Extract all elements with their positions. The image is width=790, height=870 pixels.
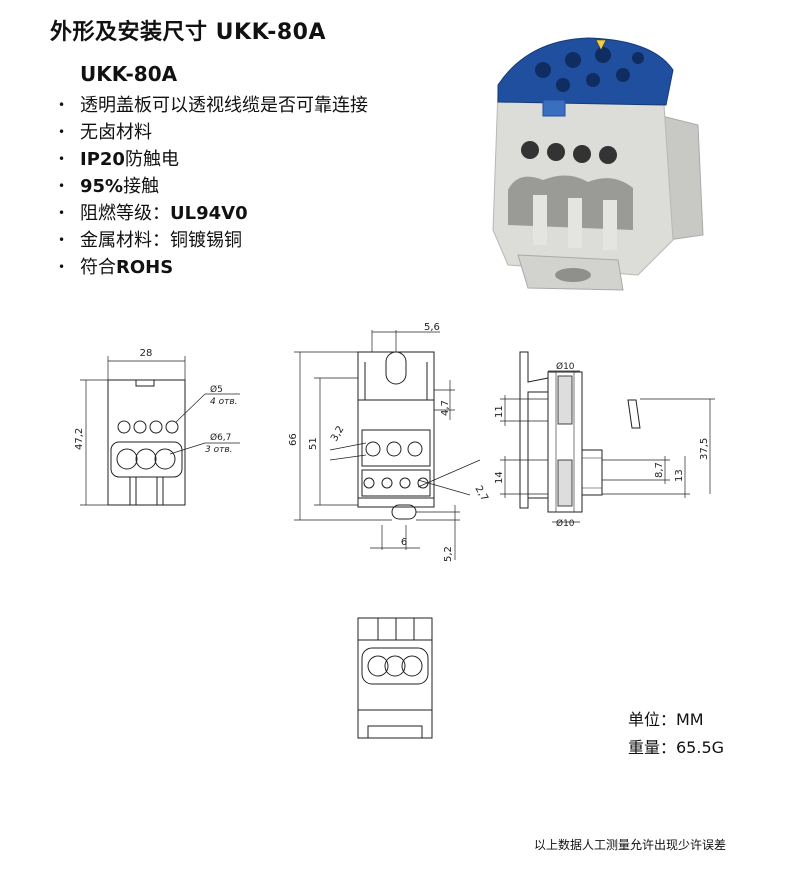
feature-item: 透明盖板可以透视线缆是否可靠连接	[58, 92, 368, 119]
measurement-note: 以上数据人工测量允许出现少许误差	[534, 838, 727, 852]
dim-side-32: 3,2	[329, 424, 346, 443]
dim-sec-14: 14	[494, 471, 505, 484]
dim-sec-13: 13	[674, 469, 685, 482]
dim-sec-87: 8,7	[654, 462, 665, 478]
product-model: UKK-80A	[80, 62, 178, 86]
dim-side-6: 6	[401, 537, 407, 548]
dim-sec-375: 37,5	[699, 438, 710, 460]
dim-front-height: 47,2	[74, 428, 85, 450]
feature-item: 95%接触	[58, 173, 368, 200]
dim-hole-small-count: 4 отв.	[210, 397, 238, 407]
feature-item: 符合ROHS	[58, 254, 368, 281]
dim-side-51: 51	[308, 437, 319, 450]
side-view	[294, 330, 481, 560]
product-photo	[492, 37, 704, 291]
dim-hole-large: Ø6,7	[210, 432, 231, 443]
dim-front-width: 28	[140, 348, 153, 359]
front-view	[80, 356, 240, 506]
rear-view	[357, 617, 433, 739]
dim-hole-small: Ø5	[210, 384, 223, 395]
feature-item: 无卤材料	[58, 119, 368, 146]
feature-item: IP20防触电	[58, 146, 368, 173]
dim-side-47: 4,7	[440, 400, 451, 416]
dim-sec-11: 11	[494, 405, 505, 418]
feature-list: 透明盖板可以透视线缆是否可靠连接 无卤材料 IP20防触电 95%接触 阻燃等级…	[58, 92, 368, 281]
dim-side-52: 5,2	[443, 546, 454, 562]
dim-sec-d10-bottom: Ø10	[556, 518, 575, 529]
unit-label: 单位：MM	[628, 710, 704, 729]
dim-sec-d10-top: Ø10	[556, 361, 575, 372]
feature-item: 阻燃等级：UL94V0	[58, 200, 368, 227]
weight-label: 重量：65.5G	[628, 738, 725, 757]
dim-side-27: 2,7	[472, 484, 489, 503]
page-title: 外形及安装尺寸 UKK-80A	[50, 20, 326, 45]
feature-item: 金属材料：铜镀锡铜	[58, 227, 368, 254]
dim-side-top: 5,6	[424, 322, 440, 333]
section-view	[500, 351, 715, 523]
dim-hole-large-count: 3 отв.	[205, 445, 233, 455]
dimension-drawing: 28 47,2 Ø5 4 отв. Ø6,7 3 отв.	[74, 322, 715, 739]
dim-side-66: 66	[288, 433, 299, 446]
